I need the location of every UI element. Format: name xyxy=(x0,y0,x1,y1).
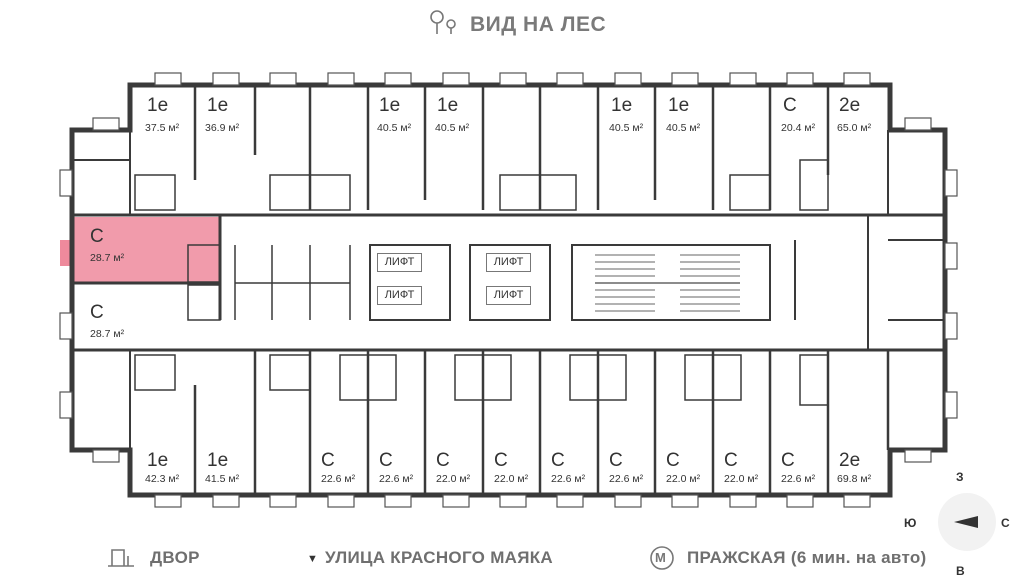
unit-type: С xyxy=(783,95,797,116)
metro-letter: М xyxy=(655,550,666,565)
lift-label: ЛИФТ xyxy=(486,253,531,272)
compass xyxy=(938,493,996,551)
unit-type: С xyxy=(90,302,104,323)
unit-area: 22.6 м² xyxy=(551,473,586,485)
unit-area: 40.5 м² xyxy=(609,122,644,134)
stairs xyxy=(595,254,740,312)
unit-area: 40.5 м² xyxy=(666,122,701,134)
unit-area: 65.0 м² xyxy=(837,122,872,134)
unit-type: С xyxy=(90,226,104,247)
selected-unit-balcony xyxy=(60,240,72,266)
unit-type: 1e xyxy=(437,95,459,116)
lift-label: ЛИФТ xyxy=(486,286,531,305)
unit-area: 22.0 м² xyxy=(494,473,529,485)
unit-type: 1e xyxy=(207,450,229,471)
windows xyxy=(59,72,958,508)
unit-area: 28.7 м² xyxy=(90,328,125,340)
unit-area: 28.7 м² xyxy=(90,252,125,264)
compass-south: В xyxy=(956,564,965,578)
compass-east: С xyxy=(1001,516,1010,530)
view-label: ВИД НА ЛЕС xyxy=(470,13,607,36)
unit-type: 1e xyxy=(147,450,169,471)
unit-area: 40.5 м² xyxy=(435,122,470,134)
metro-label: ПРАЖСКАЯ (6 мин. на авто) xyxy=(687,548,927,567)
unit-type: 1e xyxy=(147,95,169,116)
unit-type: 1e xyxy=(207,95,229,116)
unit-type: 1e xyxy=(611,95,633,116)
unit-area: 20.4 м² xyxy=(781,122,816,134)
street-marker: ▼ xyxy=(307,553,318,565)
unit-type: С xyxy=(551,450,565,471)
unit-area: 40.5 м² xyxy=(377,122,412,134)
unit-type: С xyxy=(379,450,393,471)
unit-area: 41.5 м² xyxy=(205,473,240,485)
compass-north: З xyxy=(956,470,964,484)
unit-area: 22.6 м² xyxy=(781,473,816,485)
lift-label: ЛИФТ xyxy=(377,253,422,272)
lift-label: ЛИФТ xyxy=(377,286,422,305)
yard-icon xyxy=(108,549,134,567)
unit-area: 69.8 м² xyxy=(837,473,872,485)
yard-label: ДВОР xyxy=(150,548,200,567)
unit-type: С xyxy=(436,450,450,471)
unit-type: С xyxy=(321,450,335,471)
unit-area: 22.0 м² xyxy=(666,473,701,485)
unit-area: 22.6 м² xyxy=(321,473,356,485)
unit-area: 36.9 м² xyxy=(205,122,240,134)
unit-type: 2е xyxy=(839,450,861,471)
unit-type: С xyxy=(609,450,623,471)
unit-type: С xyxy=(666,450,680,471)
unit-area: 22.6 м² xyxy=(379,473,414,485)
unit-area: 22.0 м² xyxy=(436,473,471,485)
unit-type: С xyxy=(494,450,508,471)
tree-icon xyxy=(430,10,456,34)
unit-type: 1e xyxy=(379,95,401,116)
selected-unit-fill[interactable] xyxy=(72,217,220,283)
unit-type: С xyxy=(781,450,795,471)
unit-area: 22.0 м² xyxy=(724,473,759,485)
unit-type: С xyxy=(724,450,738,471)
unit-area: 37.5 м² xyxy=(145,122,180,134)
unit-type: 2е xyxy=(839,95,861,116)
building-walls xyxy=(69,82,948,498)
street-label: УЛИЦА КРАСНОГО МАЯКА xyxy=(325,548,554,567)
compass-west: Ю xyxy=(904,516,917,530)
unit-area: 42.3 м² xyxy=(145,473,180,485)
unit-area: 22.6 м² xyxy=(609,473,644,485)
metro-icon xyxy=(650,546,674,570)
unit-type: 1e xyxy=(668,95,690,116)
